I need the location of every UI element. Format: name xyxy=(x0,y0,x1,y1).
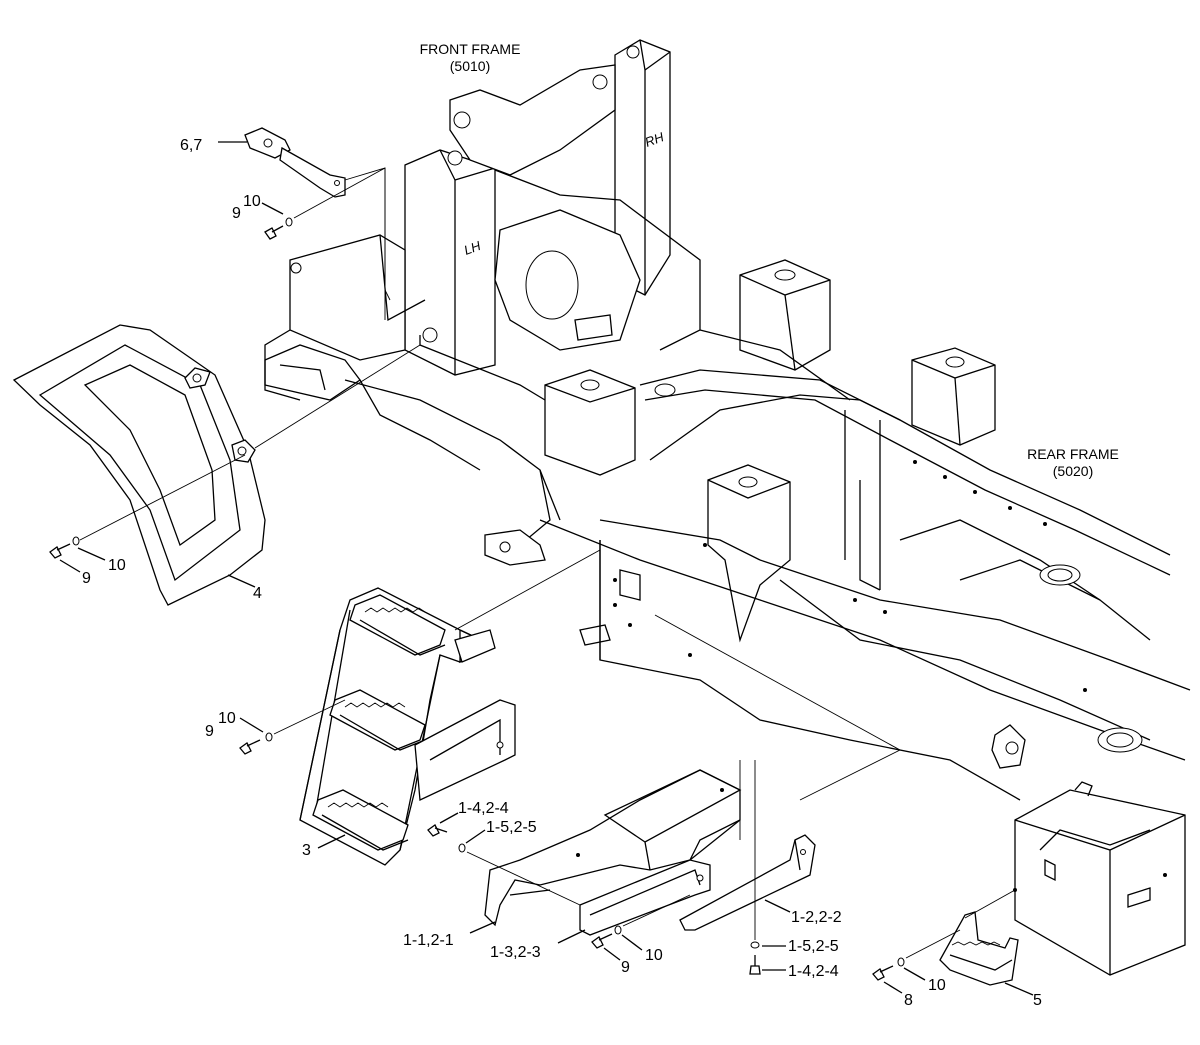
bolt-washer-upper xyxy=(264,167,386,240)
rear-frame-code: (5020) xyxy=(1053,463,1093,479)
callout-1-4-2-4-lower: 1-4,2-4 xyxy=(788,963,839,980)
part-fender-4 xyxy=(12,324,421,606)
part-support-1-2 xyxy=(679,760,816,940)
front-frame-code: (5010) xyxy=(450,58,490,74)
callout-1-3-2-3: 1-3,2-3 xyxy=(490,944,541,961)
bolt-washer-ladder xyxy=(239,699,346,755)
callout-1-1-2-1: 1-1,2-1 xyxy=(403,932,454,949)
callout-8: 8 xyxy=(904,992,913,1009)
lh-marking: LH xyxy=(462,238,483,258)
rear-frame-title: REAR FRAME xyxy=(1027,446,1119,462)
callout-5: 5 xyxy=(1033,992,1042,1009)
callout-10-lower: 10 xyxy=(645,947,663,964)
callout-1-5-2-5-upper: 1-5,2-5 xyxy=(486,819,537,836)
callout-6-7: 6,7 xyxy=(180,137,202,154)
callout-9-upper: 9 xyxy=(232,205,241,222)
callout-10-fender: 10 xyxy=(108,557,126,574)
part-ladder-3 xyxy=(299,549,601,866)
callout-9-ladder: 9 xyxy=(205,723,214,740)
bolt-washer-fender xyxy=(49,536,80,559)
callout-1-2-2-2: 1-2,2-2 xyxy=(791,909,842,926)
callout-3: 3 xyxy=(302,842,311,859)
callout-1-4-2-4-upper: 1-4,2-4 xyxy=(458,800,509,817)
bolt-washer-part5 xyxy=(872,929,961,981)
bolt-washer-lower xyxy=(591,894,691,949)
callout-10-part5: 10 xyxy=(928,977,946,994)
rh-marking: RH xyxy=(643,129,666,150)
bolt-washer-1-4-1-5-lower xyxy=(749,941,761,975)
callout-10-ladder: 10 xyxy=(218,710,236,727)
part-step-5 xyxy=(939,889,1019,986)
callout-9-lower: 9 xyxy=(621,959,630,976)
front-frame xyxy=(264,39,701,566)
bolt-washer-1-4-1-5 xyxy=(427,824,581,906)
part-step-assembly-1-1 xyxy=(484,769,742,936)
rear-frame xyxy=(539,259,1191,976)
front-frame-title: FRONT FRAME xyxy=(420,41,521,57)
callout-4: 4 xyxy=(253,585,262,602)
callout-9-fender: 9 xyxy=(82,570,91,587)
callout-10-upper: 10 xyxy=(243,193,261,210)
callout-1-5-2-5-lower: 1-5,2-5 xyxy=(788,938,839,955)
